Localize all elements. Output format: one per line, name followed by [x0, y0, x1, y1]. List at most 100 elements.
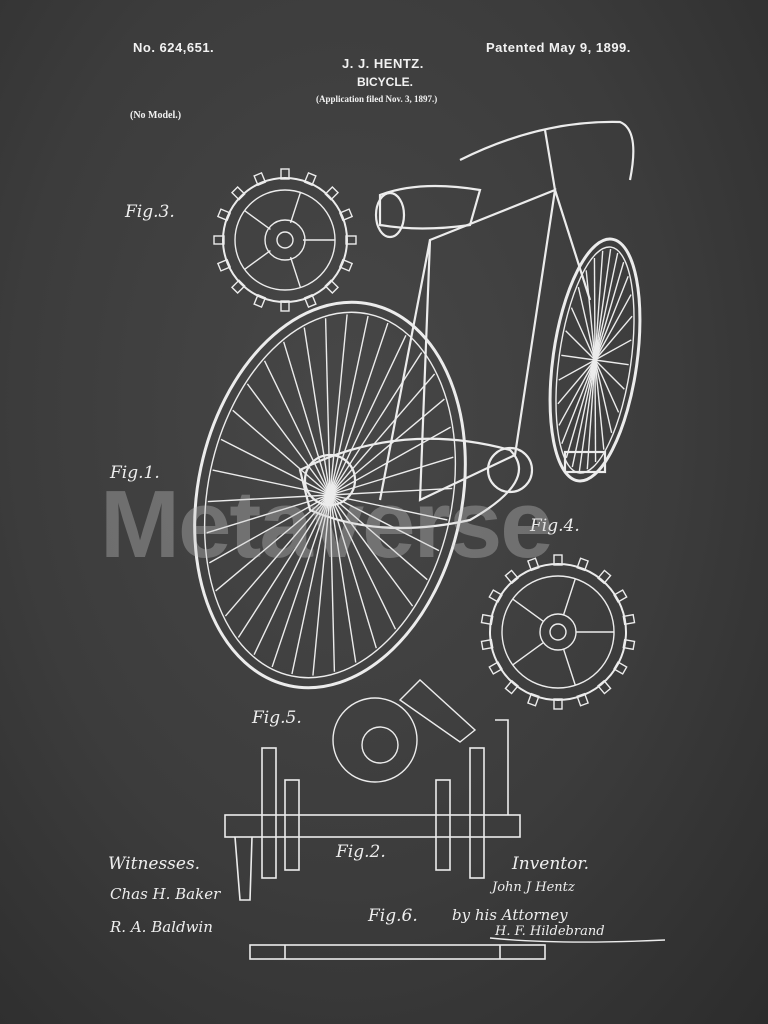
- wheel-spoke: [246, 383, 331, 496]
- wheel-spoke: [329, 494, 357, 663]
- sprocket-tooth: [488, 661, 503, 675]
- signature-flourish: [489, 937, 666, 943]
- wheel-spoke: [329, 335, 407, 496]
- sprocket-tooth: [576, 692, 589, 707]
- frame: [298, 120, 635, 530]
- wheel-spoke: [212, 469, 331, 496]
- sprocket-tooth: [527, 692, 540, 707]
- sprocket-arm: [289, 192, 302, 224]
- wheel-spoke: [232, 409, 331, 496]
- sprocket-arm: [289, 256, 302, 288]
- model-note: (No Model.): [130, 110, 182, 121]
- wheel-spoke: [594, 252, 619, 361]
- wheel-spoke: [206, 494, 331, 534]
- wheel-spoke: [594, 359, 597, 462]
- wheel-spoke: [329, 494, 414, 607]
- fig3-sprocket: [213, 168, 357, 312]
- sprocket-tooth: [280, 300, 290, 312]
- wheel-spoke: [329, 494, 336, 672]
- sprocket-tooth: [338, 208, 354, 222]
- sprocket-arm: [512, 642, 544, 666]
- fig6-label: Fig.6.: [368, 906, 418, 926]
- sprocket-tooth: [216, 258, 232, 272]
- wheel-spoke: [237, 494, 331, 638]
- wheel-spoke: [594, 359, 605, 450]
- sprocket-arm: [562, 648, 576, 686]
- sprocket-tooth: [303, 293, 317, 309]
- wheel-spoke: [329, 494, 397, 630]
- patent-number: No. 624,651.: [133, 40, 215, 55]
- wheel-spoke: [329, 494, 448, 521]
- fig5-crank: [332, 679, 477, 783]
- application-date: (Application filed Nov. 3, 1897.): [316, 94, 438, 104]
- fig2-label: Fig.2.: [336, 842, 386, 862]
- wheel-spoke: [324, 318, 331, 496]
- wheel-spoke: [271, 494, 331, 668]
- wheel-spoke: [329, 352, 423, 496]
- wheel-spoke: [312, 494, 331, 676]
- sprocket-tooth: [480, 613, 494, 626]
- sprocket-tooth: [622, 638, 636, 651]
- fig5-label: Fig.5.: [252, 708, 302, 728]
- wheel-spoke: [303, 327, 331, 496]
- sprocket-tooth: [216, 208, 232, 222]
- wheel-spoke: [585, 270, 596, 361]
- sprocket-arm: [244, 210, 271, 230]
- sprocket-tooth: [597, 569, 612, 585]
- sprocket-tooth: [488, 589, 503, 603]
- wheel-spoke: [329, 456, 454, 496]
- inventor-signature: John J Hentz: [492, 880, 575, 895]
- wheel-spoke: [329, 494, 428, 581]
- sprocket-tooth: [597, 679, 612, 695]
- patent-title: BICYCLE.: [357, 75, 414, 89]
- front-wheel: [548, 237, 642, 483]
- sprocket-tooth: [253, 171, 267, 187]
- wheel-spoke: [565, 330, 596, 361]
- wheel-spoke: [558, 359, 596, 426]
- wheel-spoke: [283, 341, 331, 496]
- wheel-spoke: [220, 438, 331, 496]
- patent-date: Patented May 9, 1899.: [486, 40, 631, 55]
- sprocket-tooth: [338, 258, 354, 272]
- sprocket-tooth: [553, 698, 563, 710]
- wheel-spoke: [594, 339, 632, 361]
- fig1-label: Fig.1.: [110, 463, 160, 483]
- watermark: Metaverse: [100, 471, 554, 578]
- inventor-label: Inventor.: [512, 854, 590, 874]
- wheel-spoke: [557, 359, 596, 405]
- fig6-axle: [249, 944, 546, 960]
- wheel-spoke: [594, 248, 612, 361]
- wheel-spoke: [561, 354, 596, 361]
- sprocket-tooth: [324, 279, 340, 295]
- wheel-spoke: [291, 494, 331, 675]
- sprocket-tooth: [280, 168, 290, 180]
- sprocket-tooth: [230, 279, 246, 295]
- fig4-sprocket: [480, 554, 636, 710]
- sprocket-tooth: [303, 171, 317, 187]
- fig3-label: Fig.3.: [125, 202, 175, 222]
- wheel-spoke: [594, 275, 629, 361]
- sprocket-tooth: [622, 613, 636, 626]
- wheel-spoke: [329, 315, 369, 496]
- wheel-spoke: [594, 315, 633, 361]
- wheel-spoke: [594, 359, 625, 390]
- wheel-spoke: [594, 359, 629, 366]
- sprocket-tooth: [324, 185, 340, 201]
- wheel-spoke: [253, 494, 331, 655]
- sprocket-tooth: [613, 661, 628, 675]
- sprocket-arm: [244, 250, 271, 270]
- wheel-spoke: [594, 250, 604, 361]
- sprocket-tooth: [553, 554, 563, 566]
- inventor-name: J. J. HENTZ.: [342, 56, 424, 71]
- wheel-spoke: [329, 314, 348, 496]
- wheel-spoke: [224, 494, 331, 617]
- wheel-spoke: [561, 359, 596, 445]
- sprocket-tooth: [480, 638, 494, 651]
- wheel-spoke: [594, 294, 632, 361]
- sprocket-tooth: [213, 235, 225, 245]
- wheel-spoke: [594, 359, 613, 434]
- sprocket-tooth: [253, 293, 267, 309]
- wheel-spoke: [571, 359, 596, 468]
